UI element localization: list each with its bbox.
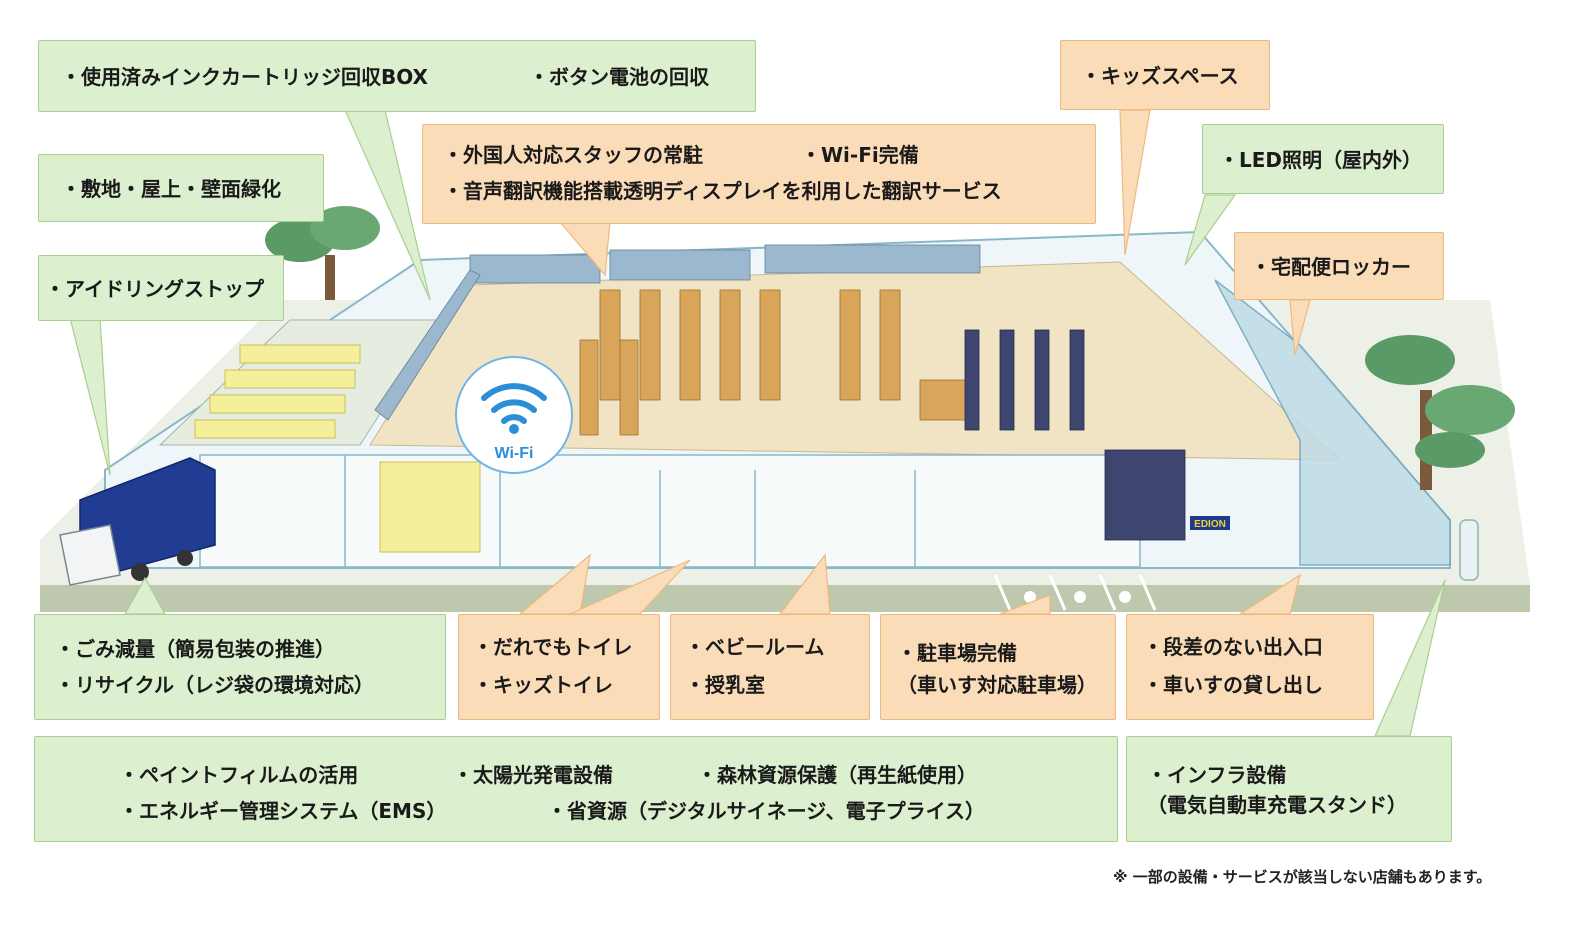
tree-icon [265, 206, 1515, 490]
callout-greening: ・敷地・屋上・壁面緑化 [38, 154, 324, 222]
callout-pointers [69, 109, 1446, 737]
translation-service-label: ・音声翻訳機能搭載透明ディスプレイを利用した翻訳サービス [443, 179, 1002, 203]
shelves [579, 289, 971, 436]
callout-toilets: ・だれでもトイレ ・キッズトイレ [458, 614, 660, 720]
kids-toilet-label: ・キッズトイレ [473, 673, 613, 697]
universal-toilet-label: ・だれでもトイレ [473, 635, 633, 659]
ems-label: ・エネルギー管理システム（EMS） [119, 799, 447, 823]
parking-label: ・駐車場完備 [897, 641, 1017, 665]
callout-foreign-support: ・外国人対応スタッフの常駐 ・Wi-Fi完備 ・音声翻訳機能搭載透明ディスプレイ… [422, 124, 1096, 224]
paint-film-label: ・ペイントフィルムの活用 [119, 763, 359, 787]
wifi-icon [481, 383, 547, 424]
infrastructure-label: ・インフラ設備 [1147, 763, 1287, 787]
step-free-entrance-label: ・段差のない出入口 [1143, 635, 1323, 659]
callout-parking: ・駐車場完備 （車いす対応駐車場） [880, 614, 1116, 720]
wifi-badge: Wi-Fi [455, 356, 573, 474]
truck-icon [59, 457, 216, 586]
wall-displays [374, 244, 981, 421]
resource-saving-label: ・省資源（デジタルサイネージ、電子プライス） [547, 799, 985, 823]
store-sign: EDION [1194, 519, 1226, 530]
callout-idling-stop: ・アイドリングストップ [38, 255, 284, 321]
callout-waste-reduction: ・ごみ減量（簡易包装の推進） ・リサイクル（レジ袋の環境対応） [34, 614, 446, 720]
parking-lines [993, 574, 1157, 611]
ink-cartridge-box-label: ・使用済みインクカートリッジ回収BOX [61, 65, 428, 89]
wheelchair-icon [1024, 591, 1131, 603]
wifi-badge-label: Wi-Fi [495, 445, 534, 462]
nursing-room-label: ・授乳室 [685, 673, 765, 697]
wifi-available-label: ・Wi-Fi完備 [801, 143, 919, 167]
recycle-label: ・リサイクル（レジ袋の環境対応） [55, 673, 374, 697]
store-sign-plate [1190, 516, 1230, 530]
ev-charger-label: （電気自動車充電スタンド） [1147, 793, 1407, 817]
solar-power-label: ・太陽光発電設備 [453, 763, 613, 787]
idling-stop-label: ・アイドリングストップ [45, 277, 264, 301]
accessible-parking-label: （車いす対応駐車場） [897, 673, 1097, 697]
ground-strip [40, 585, 1530, 612]
wheelchair-rental-label: ・車いすの貸し出し [1143, 673, 1323, 697]
callout-entrance: ・段差のない出入口 ・車いすの貸し出し [1126, 614, 1374, 720]
led-lighting-label: ・LED照明（屋内外） [1219, 148, 1423, 172]
button-battery-label: ・ボタン電池の回収 [529, 65, 709, 89]
tv-shelves [964, 329, 1186, 541]
callout-kids-space: ・キッズスペース [1060, 40, 1270, 110]
glass-facade [1214, 279, 1451, 566]
callout-led-lighting: ・LED照明（屋内外） [1202, 124, 1444, 194]
baby-room-label: ・ベビールーム [685, 635, 825, 659]
callout-ink-recycling: ・使用済みインクカートリッジ回収BOX ・ボタン電池の回収 [38, 40, 756, 112]
ev-charger-icon [1459, 519, 1479, 581]
front-rooms [199, 454, 1141, 568]
foreign-staff-label: ・外国人対応スタッフの常駐 [443, 143, 703, 167]
delivery-locker-label: ・宅配便ロッカー [1251, 255, 1411, 279]
callout-delivery-locker: ・宅配便ロッカー [1234, 232, 1444, 300]
kids-space-label: ・キッズスペース [1081, 64, 1239, 88]
forest-protection-label: ・森林資源保護（再生紙使用） [697, 763, 977, 787]
warehouse-pallets [194, 344, 481, 553]
callout-infrastructure: ・インフラ設備 （電気自動車充電スタンド） [1126, 736, 1452, 842]
greening-label: ・敷地・屋上・壁面緑化 [61, 177, 281, 201]
waste-reduction-label: ・ごみ減量（簡易包装の推進） [55, 637, 335, 661]
callout-eco-facilities: ・ペイントフィルムの活用 ・太陽光発電設備 ・森林資源保護（再生紙使用） ・エネ… [34, 736, 1118, 842]
callout-baby-room: ・ベビールーム ・授乳室 [670, 614, 870, 720]
footnote: ※ 一部の設備・サービスが該当しない店舗もあります。 [1113, 868, 1492, 886]
